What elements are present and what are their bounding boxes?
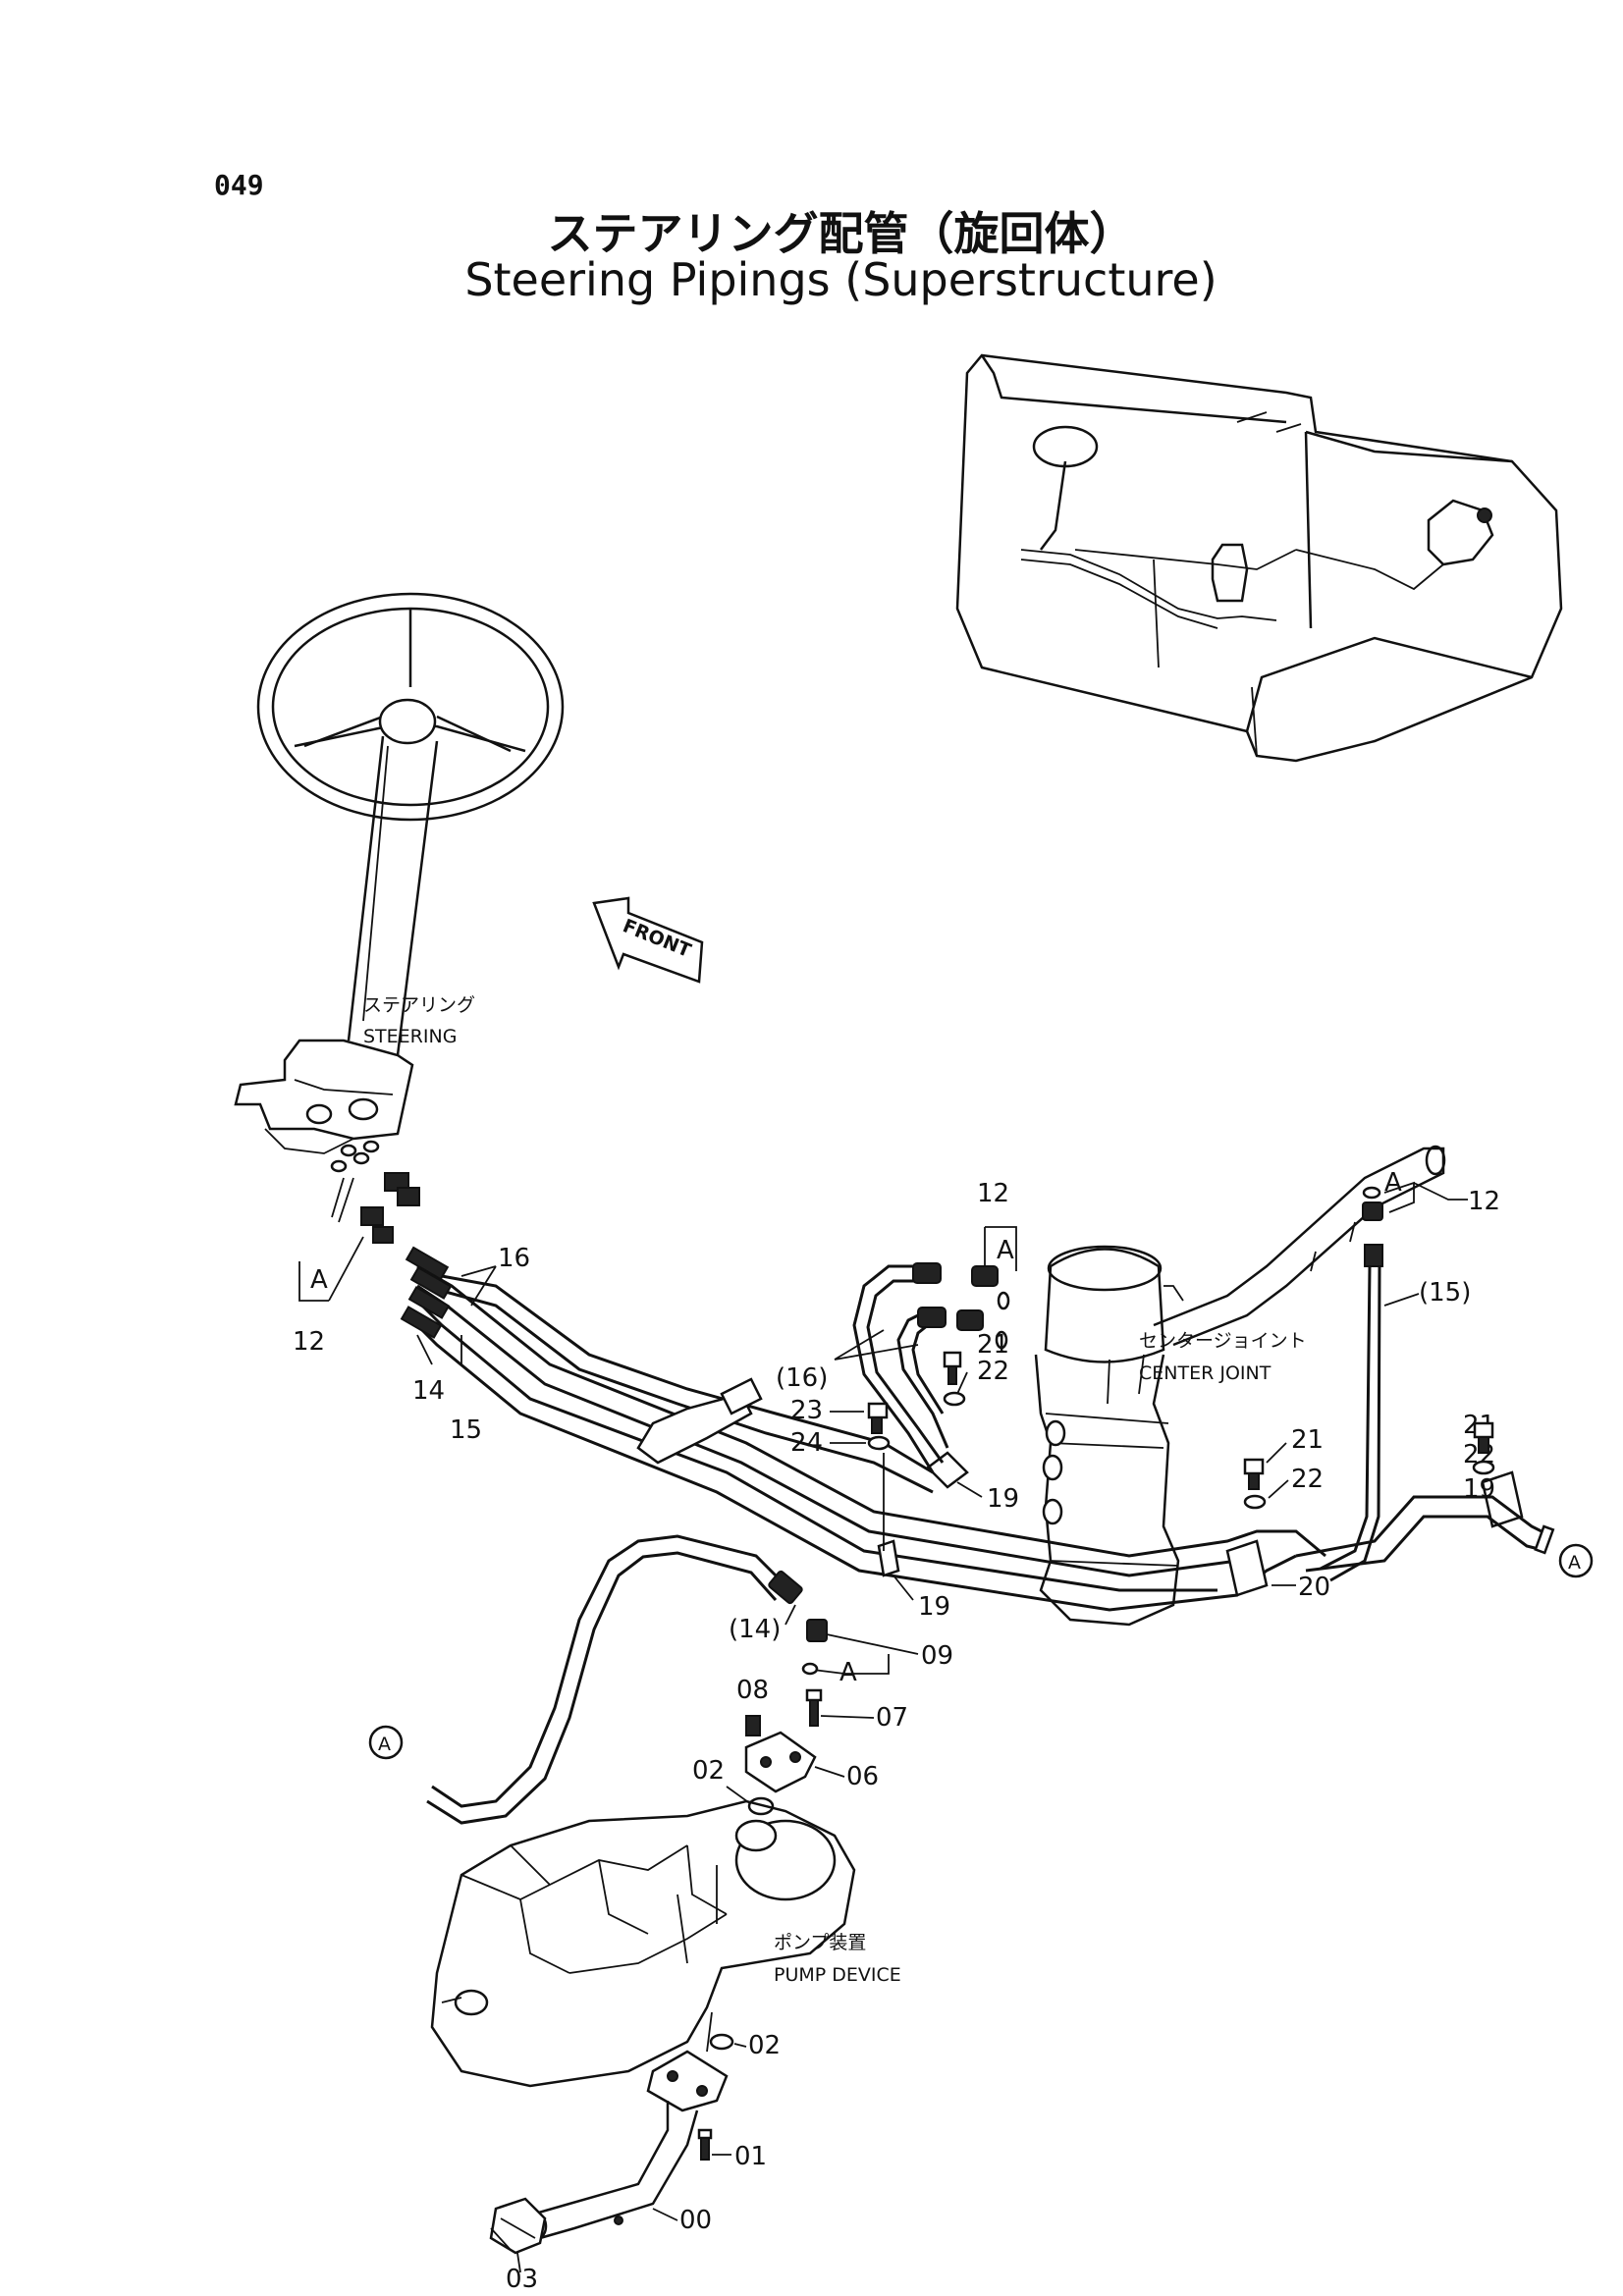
callout-22-mid: 22 [977,1357,1009,1386]
callout-14-paren: (14) [729,1615,781,1644]
center-joint-hoses: 12 A (16) [776,1179,1017,1473]
callout-19-top: 19 [987,1484,1019,1514]
callout-24: 24 [790,1428,823,1458]
callout-16: 16 [498,1244,530,1273]
callout-07: 07 [876,1703,908,1733]
pump-device-label-jp: ポンプ装置 [774,1932,866,1953]
callout-20: 20 [1298,1573,1330,1602]
steering-fittings: A 12 [293,1140,420,1357]
callout-A-left: A [310,1265,328,1295]
callout-08: 08 [736,1676,769,1705]
center-fasteners: 21 22 23 24 19 19 [790,1330,1019,1622]
steering-label-en: STEERING [363,1026,457,1047]
callout-23: 23 [790,1396,823,1425]
suction-pipe-assembly: 02 01 00 03 [489,2031,781,2294]
callout-02-top: 02 [692,1756,725,1786]
callout-12-mid: 12 [977,1179,1009,1208]
callout-22-center: 22 [1291,1465,1324,1494]
pump-pipe-run: (14) A 09 08 07 06 02 A [368,1534,953,1825]
callout-12-right: 12 [1468,1187,1500,1216]
pump-device: ポンプ装置 PUMP DEVICE [430,1799,901,2088]
callout-03: 03 [506,2265,538,2294]
callout-A-pump: A [839,1658,857,1687]
callout-09: 09 [921,1641,953,1671]
page-title-en: Steering Pipings (Superstructure) [464,253,1217,306]
callout-14: 14 [412,1376,445,1406]
steering-hoses: 14 15 16 [400,1244,1326,1612]
center-joint: センタージョイント CENTER JOINT [1034,1145,1446,1627]
steering-assembly: ステアリング STEERING [234,592,565,1154]
machine-overview-illustration [955,353,1563,763]
steering-label-jp: ステアリング [363,994,475,1016]
marker-A-right: A [1568,1552,1581,1574]
front-direction-arrow: FRONT [592,896,704,984]
right-pipe-run: A 12 (15) 21 22 19 21 22 20 [1243,1168,1594,1602]
callout-21-center: 21 [1291,1425,1324,1455]
callout-A-mid: A [997,1236,1014,1265]
callout-12-left: 12 [293,1327,325,1357]
center-joint-label-jp: センタージョイント [1139,1330,1307,1352]
callout-19-right: 19 [1463,1474,1495,1504]
center-joint-label-en: CENTER JOINT [1139,1362,1271,1384]
callout-01: 01 [734,2142,767,2171]
callout-02-bottom: 02 [748,2031,781,2060]
page-title-jp: ステアリング配管（旋回体） [547,207,1135,260]
marker-A-left: A [378,1734,391,1755]
callout-19-bottom: 19 [918,1592,950,1622]
callout-15-paren: (15) [1419,1278,1471,1308]
callout-15: 15 [450,1415,482,1445]
page-number: 049 [214,169,264,201]
callout-06: 06 [846,1762,879,1791]
callout-16-paren: (16) [776,1363,828,1393]
callout-21-mid: 21 [977,1330,1009,1360]
front-marker-label: FRONT [620,915,694,962]
pump-device-label-en: PUMP DEVICE [774,1964,901,1986]
callout-A-right: A [1384,1168,1402,1198]
callout-00: 00 [679,2206,712,2235]
